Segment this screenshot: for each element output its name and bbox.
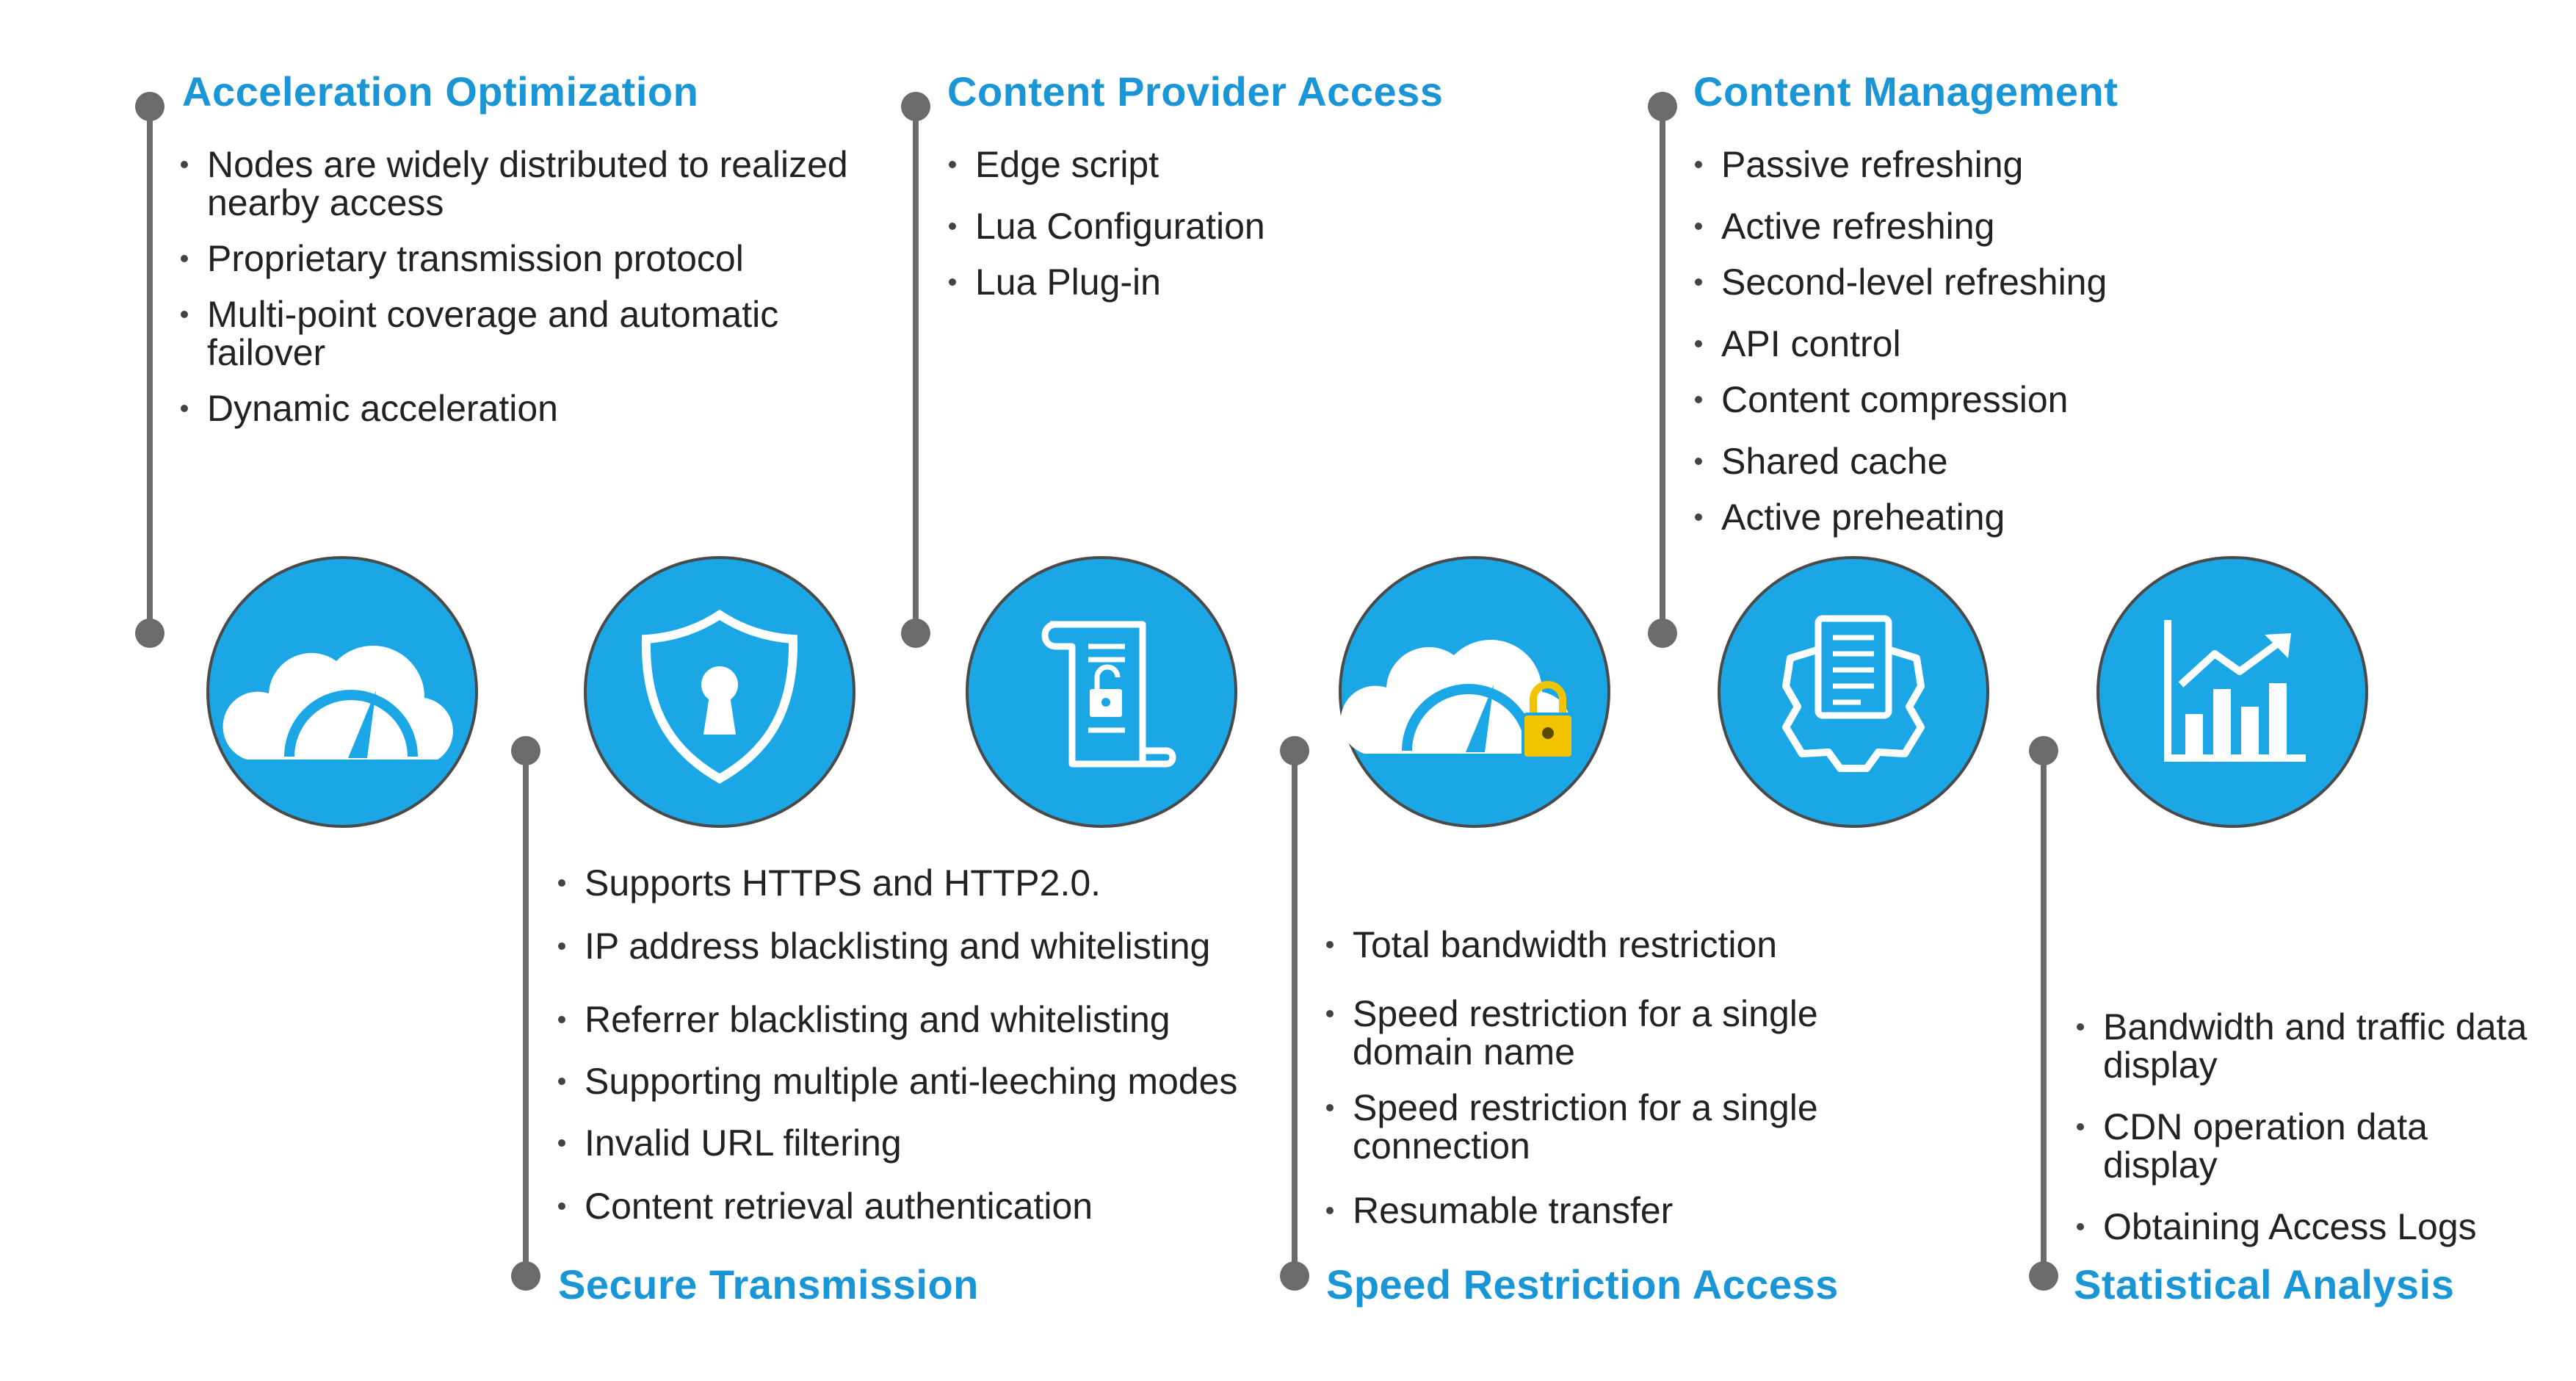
- title-speed-restriction-access: Speed Restriction Access: [1326, 1261, 1839, 1308]
- list-item: Referrer blacklisting and whitelisting: [557, 1000, 1291, 1039]
- list-item: Supporting multiple anti-leeching modes: [557, 1062, 1291, 1100]
- list-item: Obtaining Access Logs: [2075, 1208, 2545, 1246]
- title-acceleration-optimization: Acceleration Optimization: [182, 68, 699, 115]
- cloud-speedometer-lock-icon: [1339, 556, 1610, 828]
- list-item: Content compression: [1693, 381, 2281, 419]
- connector-line-provider: [901, 92, 930, 648]
- list-item: Active refreshing: [1693, 207, 2281, 245]
- list-secure-transmission: Supports HTTPS and HTTP2.0. IP address b…: [557, 864, 1291, 1225]
- scroll-lock-icon: [966, 556, 1237, 828]
- list-speed-restriction-access: Total bandwidth restriction Speed restri…: [1325, 926, 1853, 1230]
- list-item: CDN operation data display: [2075, 1108, 2545, 1184]
- list-item: Lua Configuration: [947, 207, 1461, 245]
- list-item: Active preheating: [1693, 498, 2281, 536]
- document-gear-icon: [1718, 556, 1989, 828]
- list-item: Dynamic acceleration: [179, 389, 884, 428]
- list-item: Lua Plug-in: [947, 263, 1461, 301]
- list-item: Bandwidth and traffic data display: [2075, 1008, 2545, 1084]
- list-statistical-analysis: Bandwidth and traffic data display CDN o…: [2075, 1008, 2545, 1246]
- connector-line-speed: [1280, 736, 1309, 1291]
- title-secure-transmission: Secure Transmission: [558, 1261, 979, 1308]
- list-item: Edge script: [947, 145, 1461, 184]
- shield-keyhole-icon: [584, 556, 855, 828]
- list-item: Second-level refreshing: [1693, 263, 2281, 301]
- list-acceleration-optimization: Nodes are widely distributed to realized…: [179, 145, 884, 428]
- bar-chart-trend-icon: [2096, 556, 2368, 828]
- list-item: Supports HTTPS and HTTP2.0.: [557, 864, 1291, 902]
- list-item: Invalid URL filtering: [557, 1124, 1291, 1162]
- list-item: Speed restriction for a single domain na…: [1325, 995, 1853, 1071]
- title-content-provider-access: Content Provider Access: [947, 68, 1444, 115]
- connector-line-statistics: [2029, 736, 2058, 1291]
- list-item: Multi-point coverage and automatic failo…: [179, 295, 884, 372]
- connector-line-acceleration: [135, 92, 164, 648]
- list-item: Total bandwidth restriction: [1325, 926, 1853, 964]
- list-item: Resumable transfer: [1325, 1191, 1853, 1230]
- list-item: IP address blacklisting and whitelisting: [557, 927, 1291, 965]
- list-item: API control: [1693, 325, 2281, 363]
- list-item: Speed restriction for a single connectio…: [1325, 1089, 1853, 1165]
- connector-line-content: [1648, 92, 1677, 648]
- title-statistical-analysis: Statistical Analysis: [2074, 1261, 2455, 1308]
- connector-line-secure: [511, 736, 540, 1291]
- title-content-management: Content Management: [1693, 68, 2119, 115]
- list-item: Nodes are widely distributed to realized…: [179, 145, 884, 222]
- list-item: Proprietary transmission protocol: [179, 239, 884, 278]
- cloud-speedometer-icon: [206, 556, 478, 828]
- list-item: Content retrieval authentication: [557, 1187, 1291, 1225]
- list-content-management: Passive refreshing Active refreshing Sec…: [1693, 145, 2281, 536]
- list-item: Shared cache: [1693, 442, 2281, 480]
- list-content-provider-access: Edge script Lua Configuration Lua Plug-i…: [947, 145, 1461, 301]
- list-item: Passive refreshing: [1693, 145, 2281, 184]
